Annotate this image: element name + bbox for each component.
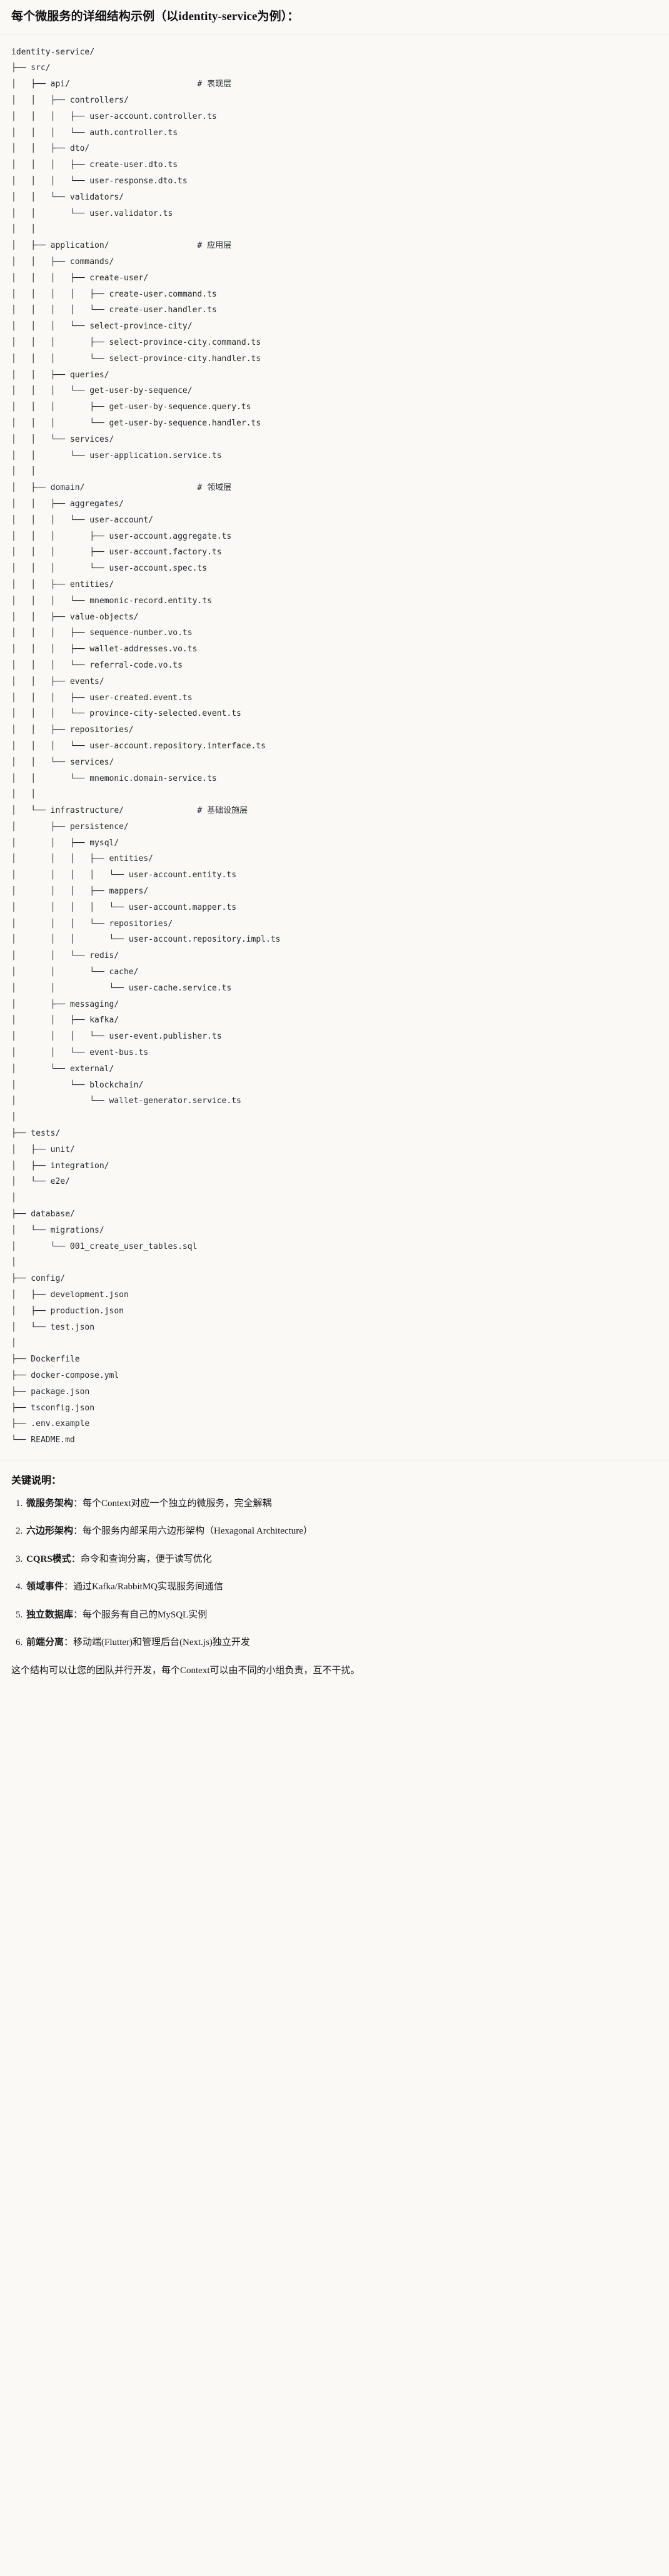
note-term: CQRS模式 xyxy=(26,1554,71,1564)
note-separator: ： xyxy=(73,1609,83,1620)
list-item: 微服务架构：每个Context对应一个独立的微服务，完全解耦 xyxy=(25,1497,658,1511)
list-item: 六边形架构：每个服务内部采用六边形架构（Hexagonal Architectu… xyxy=(25,1524,658,1539)
list-item: 领域事件：通过Kafka/RabbitMQ实现服务间通信 xyxy=(25,1580,658,1594)
list-item: 前端分离：移动端(Flutter)和管理后台(Next.js)独立开发 xyxy=(25,1636,658,1650)
key-notes-section: 关键说明： 微服务架构：每个Context对应一个独立的微服务，完全解耦 六边形… xyxy=(0,1460,669,1689)
note-separator: ： xyxy=(73,1498,83,1509)
note-separator: ： xyxy=(64,1637,74,1648)
list-item: 独立数据库：每个服务有自己的MySQL实例 xyxy=(25,1608,658,1622)
note-term: 六边形架构 xyxy=(26,1526,74,1537)
document-page: 每个微服务的详细结构示例（以identity-service为例）： ident… xyxy=(0,0,669,1688)
note-term: 微服务架构 xyxy=(26,1498,74,1509)
closing-paragraph: 这个结构可以让您的团队并行开发，每个Context可以由不同的小组负责，互不干扰… xyxy=(11,1665,360,1676)
note-term: 独立数据库 xyxy=(26,1609,74,1620)
note-separator: ： xyxy=(73,1526,83,1537)
note-desc: 每个服务有自己的MySQL实例 xyxy=(83,1609,208,1620)
note-term: 领域事件 xyxy=(26,1582,64,1592)
note-desc: 命令和查询分离，便于读写优化 xyxy=(80,1554,212,1564)
note-separator: ： xyxy=(64,1582,74,1592)
note-separator: ： xyxy=(71,1554,81,1564)
note-desc: 通过Kafka/RabbitMQ实现服务间通信 xyxy=(73,1582,224,1592)
document-header: 每个微服务的详细结构示例（以identity-service为例）： xyxy=(0,0,669,34)
list-item: CQRS模式：命令和查询分离，便于读写优化 xyxy=(25,1552,658,1567)
note-desc: 每个Context对应一个独立的微服务，完全解耦 xyxy=(83,1498,272,1509)
key-notes-list: 微服务架构：每个Context对应一个独立的微服务，完全解耦 六边形架构：每个服… xyxy=(11,1497,658,1650)
note-desc: 每个服务内部采用六边形架构（Hexagonal Architecture） xyxy=(83,1526,313,1537)
directory-tree-block: identity-service/ ├── src/ │ ├── api/ # … xyxy=(0,34,669,1460)
note-desc: 移动端(Flutter)和管理后台(Next.js)独立开发 xyxy=(73,1637,250,1648)
key-notes-title: 关键说明： xyxy=(11,1475,62,1486)
directory-tree: identity-service/ ├── src/ │ ├── api/ # … xyxy=(11,47,281,1445)
note-term: 前端分离 xyxy=(26,1637,64,1648)
page-title: 每个微服务的详细结构示例（以identity-service为例）： xyxy=(11,10,299,23)
